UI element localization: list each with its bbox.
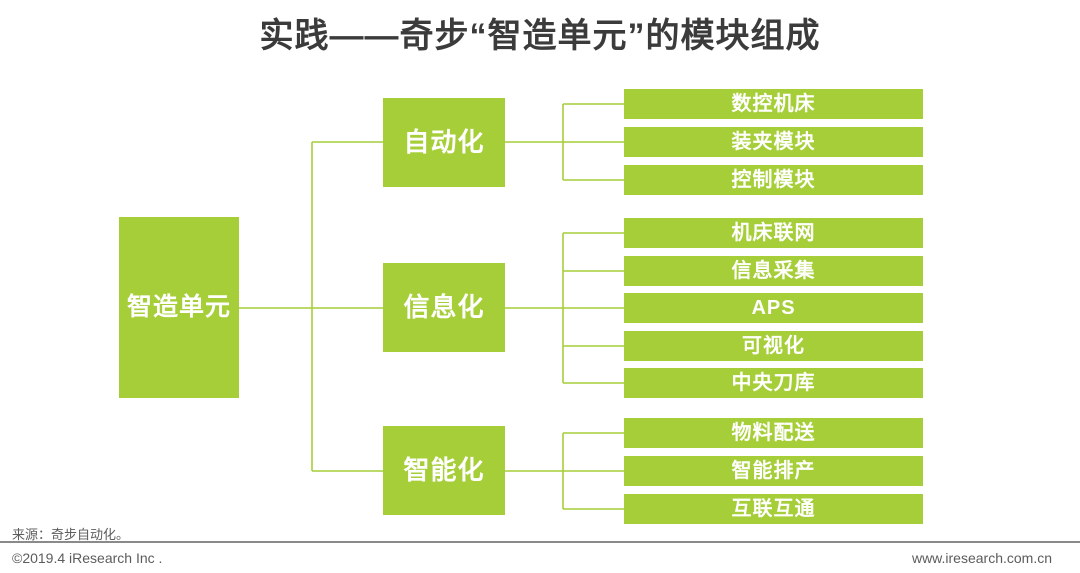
tree-leaf-clamping-module: 装夹模块 bbox=[624, 127, 923, 157]
tree-leaf-interconnection: 互联互通 bbox=[624, 494, 923, 524]
page-title: 实践——奇步“智造单元”的模块组成 bbox=[259, 17, 821, 55]
tree-leaf-aps: APS bbox=[624, 293, 923, 323]
connector-group-informatization bbox=[505, 232, 624, 384]
tree-leaf-visualization: 可视化 bbox=[624, 331, 923, 361]
tree-leaf-cnc-machine: 数控机床 bbox=[624, 89, 923, 119]
tree-leaf-data-collection: 信息采集 bbox=[624, 256, 923, 286]
copyright-text: ©2019.4 iResearch Inc . bbox=[12, 550, 163, 566]
tree-leaf-smart-scheduling: 智能排产 bbox=[624, 456, 923, 486]
tree-branch-automation: 自动化 bbox=[383, 98, 505, 187]
source-note: 来源：奇步自动化。 bbox=[12, 527, 130, 542]
tree-root-node: 智造单元 bbox=[119, 217, 239, 398]
tree-leaf-central-tool-magazine: 中央刀库 bbox=[624, 368, 923, 398]
tree-leaf-material-delivery: 物料配送 bbox=[624, 418, 923, 448]
website-url: www.iresearch.com.cn bbox=[911, 550, 1052, 566]
tree-leaf-machine-networking: 机床联网 bbox=[624, 218, 923, 248]
footer-divider bbox=[0, 541, 1080, 543]
tree-leaf-control-module: 控制模块 bbox=[624, 165, 923, 195]
connector-group-intelligence bbox=[505, 432, 624, 510]
tree-branch-informatization: 信息化 bbox=[383, 263, 505, 352]
connector-group-automation bbox=[505, 103, 624, 181]
connector-root-trunk bbox=[239, 141, 383, 472]
tree-branch-intelligence: 智能化 bbox=[383, 426, 505, 515]
